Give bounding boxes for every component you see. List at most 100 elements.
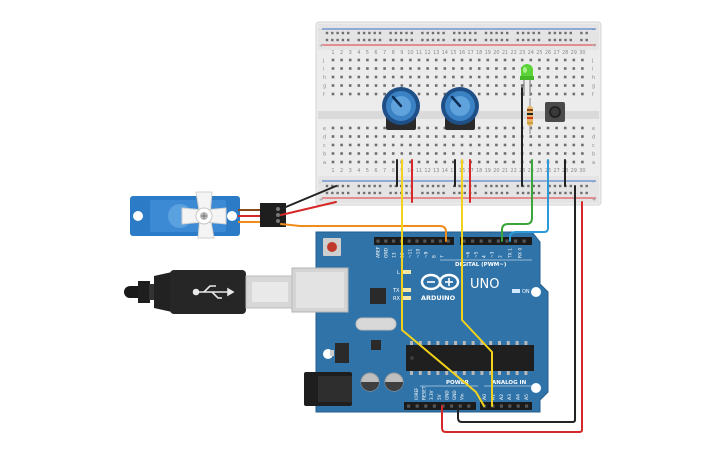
row-letter: i	[592, 67, 593, 73]
power-pin-label: 5V	[437, 394, 442, 400]
arduino-model: UNO	[470, 277, 499, 292]
column-number-top: 5	[366, 50, 369, 56]
digital-pin-label: 2	[498, 255, 504, 258]
column-number-top: 21	[502, 50, 508, 56]
column-number-top: 7	[383, 50, 386, 56]
power-pin-label: IOREF	[414, 387, 419, 400]
power-pin-label: GND	[444, 390, 449, 400]
dc-power-jack	[304, 372, 352, 406]
column-number-bottom: 5	[366, 168, 369, 174]
column-number-top: 4	[357, 50, 360, 56]
digital-pin-label: ~11	[408, 249, 414, 258]
led-l-label: L	[397, 270, 400, 276]
digital-pin-label: ~5	[474, 251, 480, 258]
column-number-bottom: 21	[502, 168, 508, 174]
column-number-bottom: 14	[442, 168, 448, 174]
wires	[280, 159, 583, 433]
column-number-bottom: 3	[349, 168, 352, 174]
digital-pin-label: 8	[432, 255, 438, 258]
column-number-bottom: 2	[340, 168, 343, 174]
column-number-top: 28	[562, 50, 568, 56]
column-number-top: 13	[433, 50, 439, 56]
led-rx-label: RX	[393, 296, 400, 302]
column-number-top: 8	[392, 50, 395, 56]
column-number-top: 10	[407, 50, 413, 56]
column-number-top: 14	[442, 50, 448, 56]
digital-pin-label: 7	[440, 255, 446, 258]
rail-minus-top-right: -	[592, 27, 594, 33]
digital-pin-label: RX 0	[518, 248, 524, 258]
digital-pin-label: ~3	[490, 251, 496, 258]
rail-minus-bottom-left: -	[319, 180, 321, 186]
row-letter: c	[323, 143, 326, 149]
row-letter: g	[592, 84, 595, 90]
rail-plus-top-right: +	[592, 43, 596, 49]
power-pin-label: Vin	[460, 393, 465, 400]
micro-servo[interactable]	[130, 191, 286, 239]
column-number-bottom: 22	[510, 168, 516, 174]
analog-pin-label: A5	[524, 394, 530, 400]
rail-plus-bottom-right: +	[592, 197, 596, 203]
column-number-bottom: 1	[331, 168, 334, 174]
usb-cable	[124, 270, 293, 314]
column-number-bottom: 27	[553, 168, 559, 174]
column-number-top: 1	[331, 50, 334, 56]
column-number-bottom: 13	[433, 168, 439, 174]
row-letter: h	[592, 75, 595, 81]
column-number-top: 22	[510, 50, 516, 56]
column-number-top: 18	[476, 50, 482, 56]
rail-minus-top-left: -	[319, 27, 321, 33]
column-number-top: 24	[528, 50, 534, 56]
column-number-bottom: 18	[476, 168, 482, 174]
arduino-logo	[420, 273, 460, 291]
row-letter: g	[323, 84, 326, 90]
column-number-top: 27	[553, 50, 559, 56]
digital-label: DIGITAL (PWM~)	[455, 262, 507, 268]
row-letter: f	[323, 92, 325, 98]
column-number-bottom: 4	[357, 168, 360, 174]
digital-pin-label: AREF	[376, 246, 382, 258]
potentiometer-1[interactable]	[382, 87, 420, 130]
row-letter: d	[592, 135, 595, 141]
row-letter: a	[323, 160, 326, 166]
column-number-bottom: 19	[485, 168, 491, 174]
on-label: ON	[522, 289, 530, 295]
digital-pin-label: GND	[384, 247, 390, 258]
column-number-top: 29	[571, 50, 577, 56]
breadboard-holes	[325, 31, 588, 195]
column-number-top: 23	[519, 50, 525, 56]
column-number-top: 16	[459, 50, 465, 56]
rail-plus-top-left: +	[319, 43, 323, 49]
bottom-header-pins	[407, 404, 529, 408]
usb-icon	[192, 285, 235, 299]
analog-pin-label: A3	[507, 394, 513, 400]
rail-minus-bottom-right: -	[592, 180, 594, 186]
column-number-top: 9	[400, 50, 403, 56]
analog-pin-label: A2	[499, 394, 505, 400]
column-number-bottom: 6	[374, 168, 377, 174]
column-number-bottom: 11	[416, 168, 422, 174]
column-number-top: 2	[340, 50, 343, 56]
power-pin-label: 3.3V	[429, 390, 434, 400]
row-letter: j	[322, 58, 324, 64]
column-number-top: 17	[467, 50, 473, 56]
row-letter: f	[592, 92, 594, 98]
servo-horn[interactable]	[181, 191, 227, 239]
column-number-top: 11	[416, 50, 422, 56]
analog-label: ANALOG IN	[492, 380, 527, 386]
column-number-bottom: 10	[407, 168, 413, 174]
power-label: POWER	[446, 380, 470, 386]
column-number-bottom: 7	[383, 168, 386, 174]
column-number-top: 20	[493, 50, 499, 56]
pushbutton[interactable]	[545, 102, 565, 122]
column-number-top: 15	[450, 50, 456, 56]
column-number-bottom: 24	[528, 168, 534, 174]
digital-pin-label: ~9	[424, 251, 430, 258]
row-letter: h	[323, 75, 326, 81]
digital-pin-label: ~10	[416, 249, 422, 258]
potentiometer-2[interactable]	[441, 87, 479, 130]
